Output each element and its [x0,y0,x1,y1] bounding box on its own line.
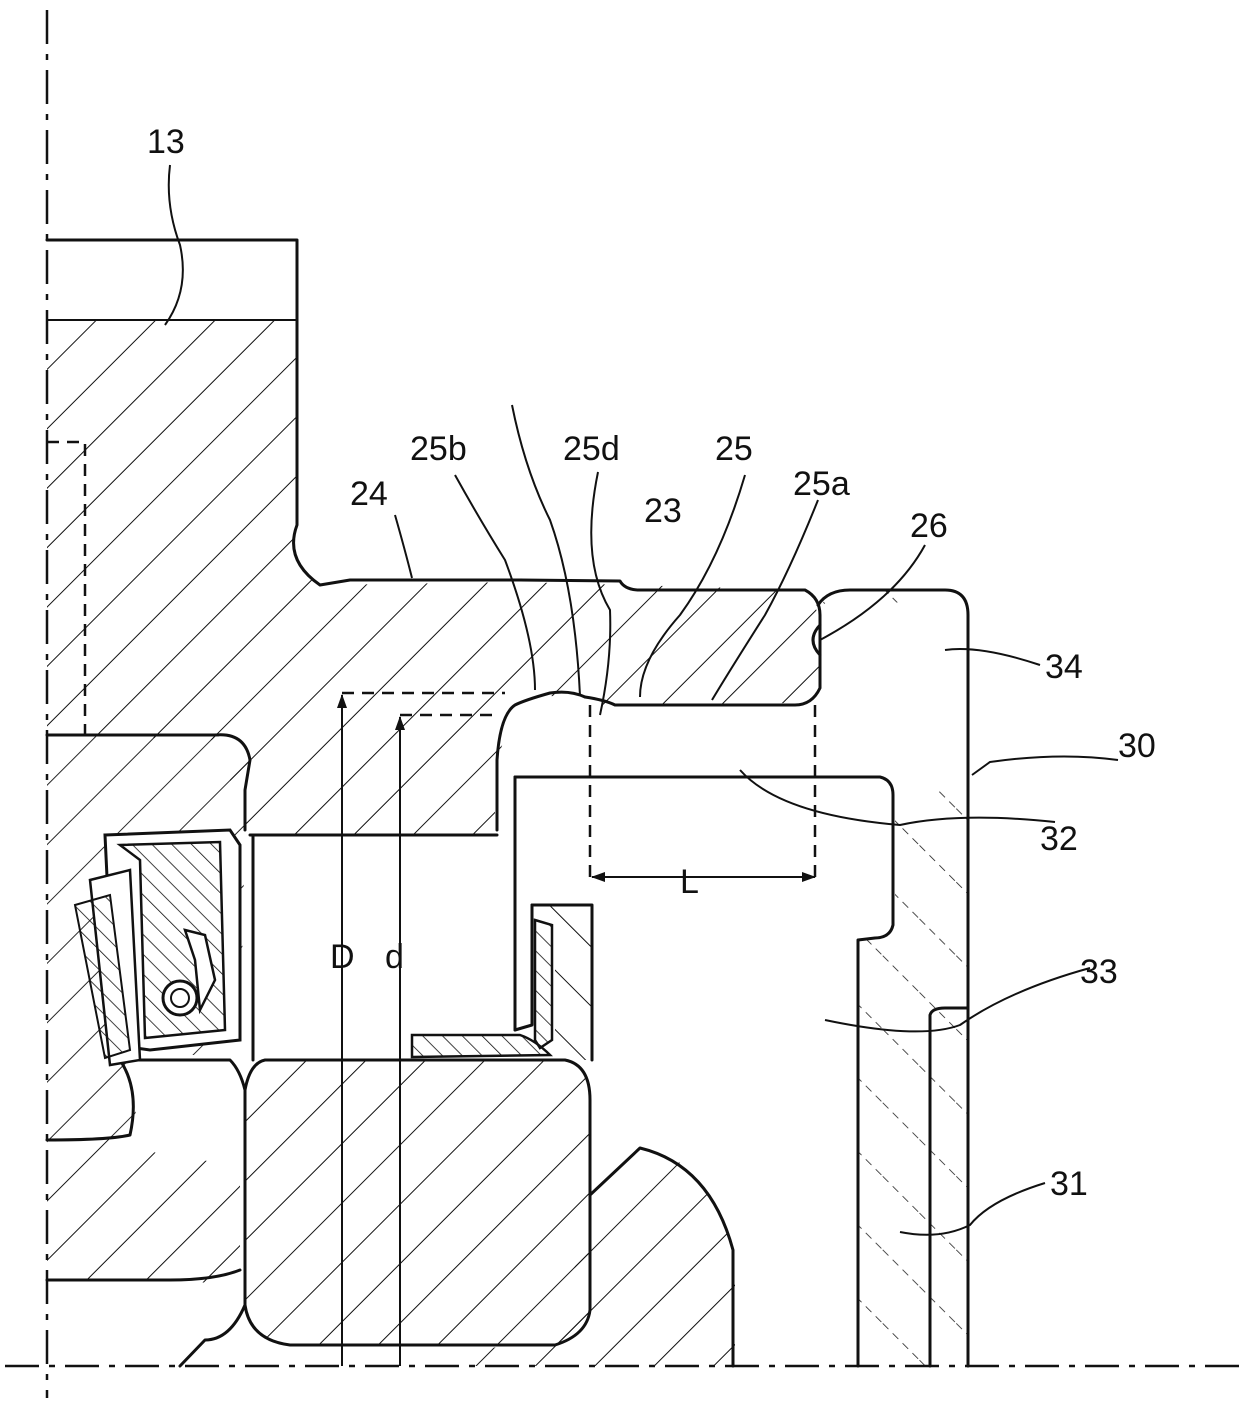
label-d: d [385,938,404,976]
reference-labels: 13 24 25b 25d 25 25a 23 26 34 30 32 L D … [147,123,1156,1203]
label-D: D [330,938,355,976]
leader-lines [164,164,1119,1236]
label-26: 26 [910,507,948,545]
bearing-seal-assembly [45,733,252,1283]
dimension-lines [337,694,816,1366]
inner-sleeve [410,903,594,1062]
label-34: 34 [1045,648,1083,686]
label-32: 32 [1040,820,1078,858]
outer-ring-30 [513,588,970,1368]
label-25a: 25a [793,465,850,503]
label-25: 25 [715,430,753,468]
seal-recess-26 [811,623,822,657]
label-25d: 25d [563,430,620,468]
label-30: 30 [1118,727,1156,765]
label-23: 23 [644,492,682,530]
label-33: 33 [1080,953,1118,991]
label-13: 13 [147,123,185,161]
hub-body [45,238,822,837]
label-31: 31 [1050,1165,1088,1203]
label-L: L [680,863,699,901]
label-24: 24 [350,475,388,513]
label-25b: 25b [410,430,467,468]
roller-body [118,833,735,1368]
